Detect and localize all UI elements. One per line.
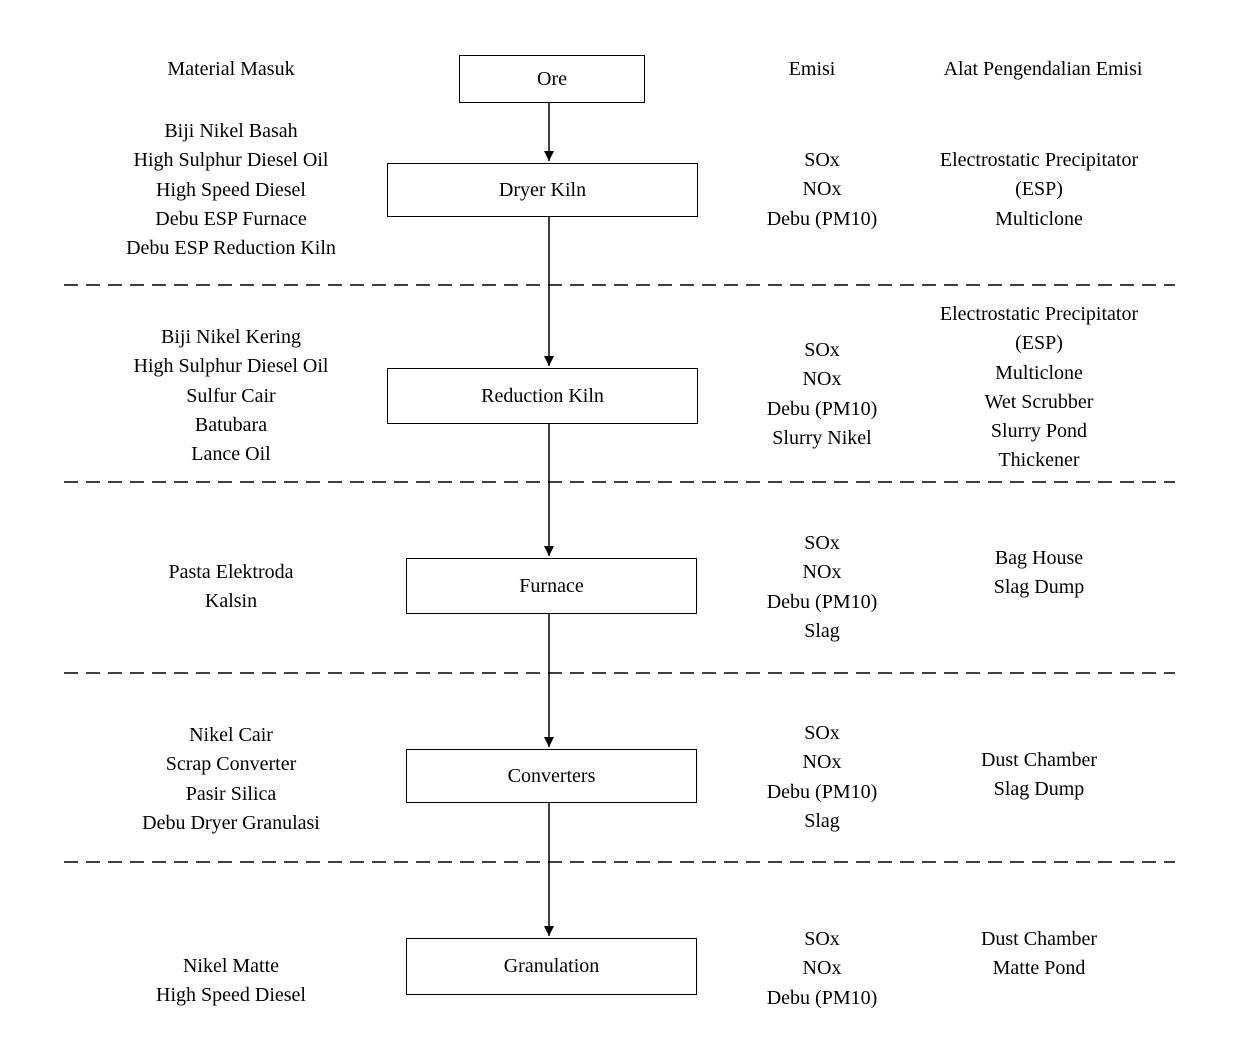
dryer-kiln-emissions-line: Debu (PM10) [766,207,878,230]
reduction-kiln-controls-line: (ESP) [1015,332,1063,355]
furnace-emissions-line: SOx [804,532,840,554]
converters-emissions-line: Debu (PM10) [766,780,878,803]
dryer-kiln-inputs-line: High Speed Diesel [156,178,306,201]
dryer-kiln-inputs-line: Biji Nikel Basah [164,120,298,142]
reduction-kiln-emissions-line: Slurry Nikel [772,426,872,449]
furnace-inputs-line: Pasta Elektroda [168,561,294,583]
furnace-emissions-line: Slag [804,619,840,642]
reduction-kiln-emissions-line: SOx [804,339,840,361]
converters-inputs-line: Nikel Cair [189,724,273,746]
furnace-box: Furnace [406,558,697,614]
converters-box: Converters [406,749,697,803]
furnace-controls-line: Bag House [994,547,1084,569]
reduction-kiln-controls-line: Wet Scrubber [984,390,1094,413]
granulation-inputs-line: Nikel Matte [182,955,280,977]
reduction-kiln-controls: Electrostatic Precipitator (ESP) Multiclon… [940,300,1138,476]
granulation-emissions-line: Debu (PM10) [766,986,878,1009]
converters-controls-line: Dust Chamber [980,749,1098,771]
reduction-kiln-inputs-line: Lance Oil [191,443,271,466]
converters-emissions-line: NOx [802,751,842,774]
furnace-controls-line: Slag Dump [993,576,1085,599]
granulation-controls-line: Dust Chamber [980,928,1098,950]
converters-inputs-line: Pasir Silica [185,782,277,805]
reduction-kiln-emissions-line: Debu (PM10) [766,397,878,420]
control-column-header: Alat Pengendalian Emisi [943,58,1143,80]
converters-emissions-line: SOx [804,722,840,744]
reduction-kiln-box: Reduction Kiln [387,368,698,424]
granulation-inputs-line: High Speed Diesel [156,984,306,1007]
dryer-kiln-inputs-line: Debu ESP Furnace [155,207,307,230]
reduction-kiln-emissions-line: NOx [802,368,842,391]
stage-separators [64,284,1175,863]
input-column-header: Material Masuk [167,58,295,80]
granulation-box: Granulation [406,938,697,995]
converters-inputs-line: Debu Dryer Granulasi [142,811,320,834]
reduction-kiln-controls-line: Slurry Pond [990,420,1088,443]
granulation-controls-line: Matte Pond [992,957,1086,980]
reduction-kiln-inputs-line: High Sulphur Diesel Oil [133,355,329,378]
emission-column-header: Emisi [788,58,836,80]
dryer-kiln-controls: Electrostatic Precipitator (ESP) Multiclon… [940,146,1138,234]
reduction-kiln-controls-line: Thickener [998,449,1080,472]
dryer-kiln-controls-line: Electrostatic Precipitator [939,149,1139,171]
furnace-emissions-line: NOx [802,561,842,584]
granulation-emissions-line: SOx [804,928,840,950]
dryer-kiln-controls-line: Multiclone [995,207,1083,230]
dryer-kiln-controls-line: (ESP) [1015,178,1063,201]
dryer-kiln-inputs-line: Debu ESP Reduction Kiln [126,237,336,260]
reduction-kiln-controls-line: Electrostatic Precipitator [939,303,1139,325]
dryer-kiln-box: Dryer Kiln [387,163,698,217]
reduction-kiln-controls-line: Multiclone [995,361,1083,384]
converters-controls-line: Slag Dump [993,778,1085,801]
furnace-inputs-line: Kalsin [204,590,258,613]
furnace-emissions-line: Debu (PM10) [766,590,878,613]
dryer-kiln-emissions-line: NOx [802,178,842,201]
dryer-kiln-inputs-line: High Sulphur Diesel Oil [133,149,329,172]
converters-emissions-line: Slag [804,809,840,832]
ore-box: Ore [459,55,645,103]
granulation-emissions-line: NOx [802,957,842,980]
reduction-kiln-inputs-line: Biji Nikel Kering [161,326,301,348]
dryer-kiln-emissions-line: SOx [804,149,840,171]
reduction-kiln-inputs-line: Batubara [194,413,268,436]
reduction-kiln-inputs-line: Sulfur Cair [186,384,276,407]
converters-inputs-line: Scrap Converter [165,753,297,776]
